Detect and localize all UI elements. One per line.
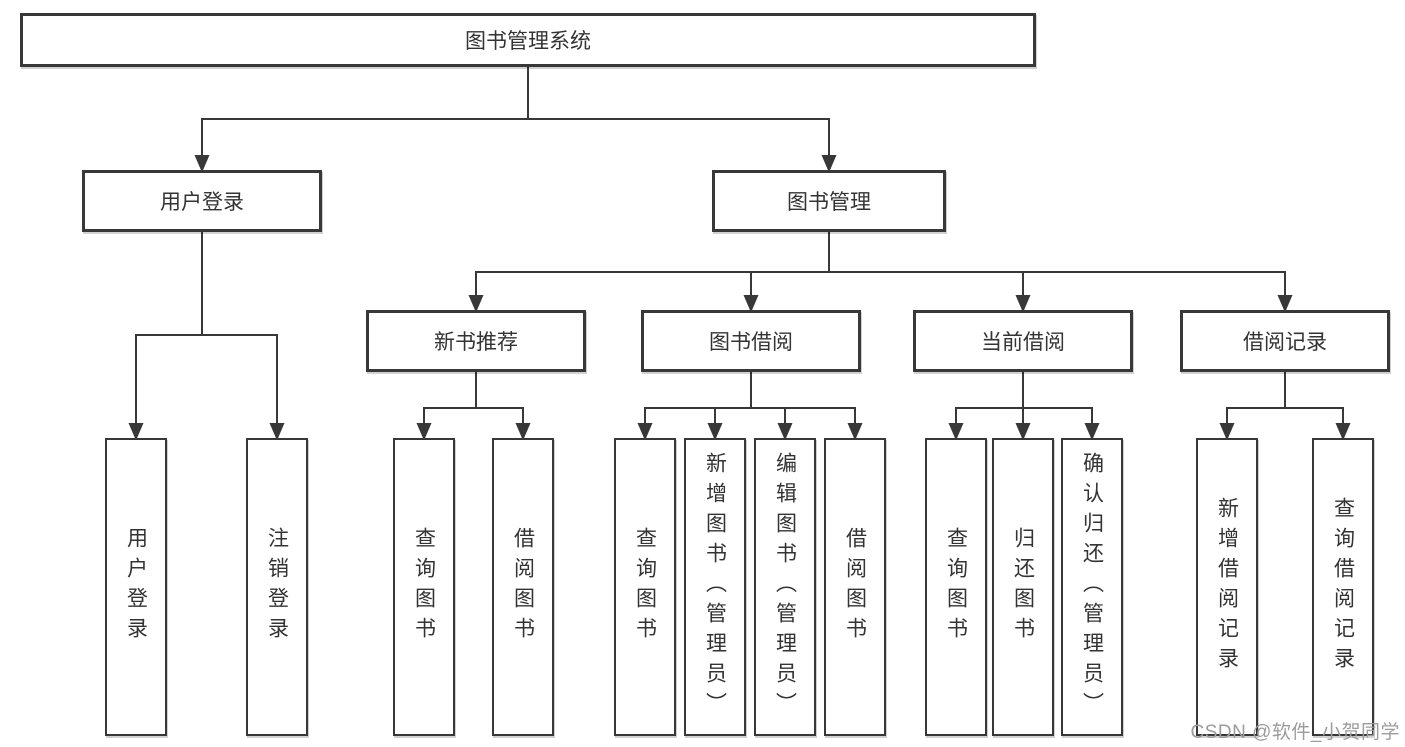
node-current-borrow-label: 当前借阅 bbox=[981, 331, 1065, 354]
csdn-watermark: CSDN @软件_小贺同学 bbox=[1190, 722, 1400, 743]
node-leaf-current-confirm: 确认归还（管理员） bbox=[1061, 438, 1123, 736]
arrow-bookmgmt bbox=[821, 155, 837, 173]
node-leaf-borrow-query-label: 查询图书 bbox=[633, 527, 657, 647]
node-leaf-current-return-label: 归还图书 bbox=[1011, 527, 1035, 647]
node-leaf-borrow-borrow-label: 借阅图书 bbox=[843, 527, 867, 647]
node-leaf-newbook-borrow-label: 借阅图书 bbox=[511, 527, 535, 647]
arrow-userlogin bbox=[194, 155, 210, 173]
node-book-borrow-label: 图书借阅 bbox=[709, 331, 793, 354]
node-current-borrow: 当前借阅 bbox=[913, 310, 1133, 372]
node-root: 图书管理系统 bbox=[20, 13, 1036, 67]
node-leaf-user-login-label: 用户登录 bbox=[124, 527, 148, 647]
node-leaf-borrow-add-label: 新增图书（管理员） bbox=[703, 452, 727, 722]
node-book-management: 图书管理 bbox=[712, 170, 946, 232]
node-borrow-record-label: 借阅记录 bbox=[1243, 331, 1327, 354]
arrow-leaf7 bbox=[777, 423, 793, 441]
node-user-login: 用户登录 bbox=[82, 170, 322, 232]
node-user-login-label: 用户登录 bbox=[160, 191, 244, 214]
node-leaf-record-add-label: 新增借阅记录 bbox=[1215, 497, 1239, 677]
node-book-borrow: 图书借阅 bbox=[641, 310, 861, 372]
arrow-leaf8 bbox=[847, 423, 863, 441]
arrow-leaf13 bbox=[1335, 423, 1351, 441]
node-leaf-current-return: 归还图书 bbox=[992, 438, 1054, 736]
node-leaf-record-query: 查询借阅记录 bbox=[1312, 438, 1374, 736]
arrow-leaf12 bbox=[1219, 423, 1235, 441]
node-leaf-current-query: 查询图书 bbox=[925, 438, 987, 736]
arrow-leaf10 bbox=[1015, 423, 1031, 441]
node-new-book-recommend: 新书推荐 bbox=[366, 310, 586, 372]
node-leaf-borrow-query: 查询图书 bbox=[614, 438, 676, 736]
node-root-label: 图书管理系统 bbox=[465, 30, 591, 53]
node-leaf-borrow-edit: 编辑图书（管理员） bbox=[754, 438, 816, 736]
node-leaf-borrow-add: 新增图书（管理员） bbox=[684, 438, 746, 736]
arrow-leaf1 bbox=[128, 423, 144, 441]
arrow-bookborrow bbox=[743, 295, 759, 313]
node-leaf-borrow-borrow: 借阅图书 bbox=[824, 438, 886, 736]
node-leaf-user-login: 用户登录 bbox=[105, 438, 167, 736]
arrow-currentborrow bbox=[1015, 295, 1031, 313]
node-borrow-record: 借阅记录 bbox=[1180, 310, 1390, 372]
arrow-leaf2 bbox=[269, 423, 285, 441]
node-leaf-current-confirm-label: 确认归还（管理员） bbox=[1080, 452, 1104, 722]
node-leaf-newbook-borrow: 借阅图书 bbox=[492, 438, 554, 736]
node-book-management-label: 图书管理 bbox=[787, 191, 871, 214]
node-leaf-newbook-query-label: 查询图书 bbox=[412, 527, 436, 647]
arrow-leaf9 bbox=[948, 423, 964, 441]
arrow-leaf11 bbox=[1084, 423, 1100, 441]
arrow-borrowrecord bbox=[1277, 295, 1293, 313]
node-leaf-record-add: 新增借阅记录 bbox=[1196, 438, 1258, 736]
node-leaf-current-query-label: 查询图书 bbox=[944, 527, 968, 647]
node-leaf-record-query-label: 查询借阅记录 bbox=[1331, 497, 1355, 677]
node-new-book-recommend-label: 新书推荐 bbox=[434, 331, 518, 354]
node-leaf-borrow-edit-label: 编辑图书（管理员） bbox=[773, 452, 797, 722]
node-leaf-logout-label: 注销登录 bbox=[265, 527, 289, 647]
arrow-newbook bbox=[468, 295, 484, 313]
node-leaf-newbook-query: 查询图书 bbox=[393, 438, 455, 736]
arrow-leaf3 bbox=[416, 423, 432, 441]
arrow-leaf6 bbox=[707, 423, 723, 441]
arrow-leaf4 bbox=[515, 423, 531, 441]
node-leaf-logout: 注销登录 bbox=[246, 438, 308, 736]
arrow-leaf5 bbox=[637, 423, 653, 441]
